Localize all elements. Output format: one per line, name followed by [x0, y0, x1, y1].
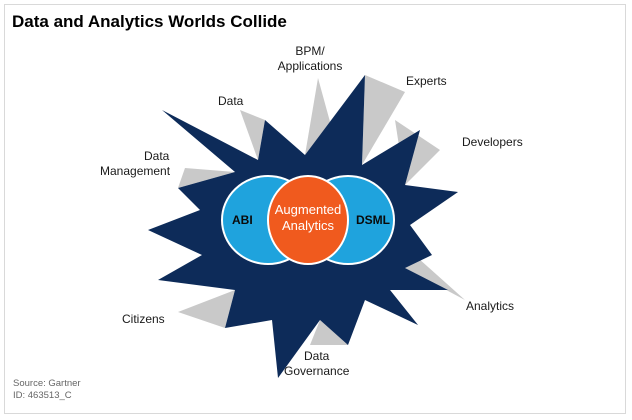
background-spike — [362, 75, 405, 165]
label-experts: Experts — [406, 74, 447, 88]
label-data-governance-line1: Data — [304, 349, 330, 363]
figure-title: Data and Analytics Worlds Collide — [12, 12, 287, 31]
label-data: Data — [218, 94, 244, 108]
label-developers: Developers — [462, 135, 523, 149]
label-bpm-line2: Applications — [278, 59, 343, 73]
label-citizens: Citizens — [122, 312, 165, 326]
background-spike — [310, 320, 348, 345]
figure-footer: Source: Gartner ID: 463513_C — [13, 378, 81, 402]
label-data-management-line1: Data — [144, 149, 170, 163]
background-spike — [178, 290, 235, 328]
background-spike — [405, 258, 465, 300]
label-analytics: Analytics — [466, 299, 514, 313]
augmented-label-line1: Augmented — [275, 202, 342, 217]
label-bpm-line1: BPM/ — [295, 44, 325, 58]
source-note: Source: Gartner — [13, 378, 81, 389]
augmented-label-line2: Analytics — [282, 218, 335, 233]
label-data-management-line2: Management — [100, 164, 171, 178]
augmented-analytics-oval — [267, 175, 349, 265]
figure-id: ID: 463513_C — [13, 390, 72, 401]
dsml-label: DSML — [356, 213, 390, 227]
background-spike — [240, 110, 265, 160]
background-spike — [178, 168, 235, 188]
label-data-governance-line2: Governance — [284, 364, 350, 378]
abi-label: ABI — [232, 213, 253, 227]
